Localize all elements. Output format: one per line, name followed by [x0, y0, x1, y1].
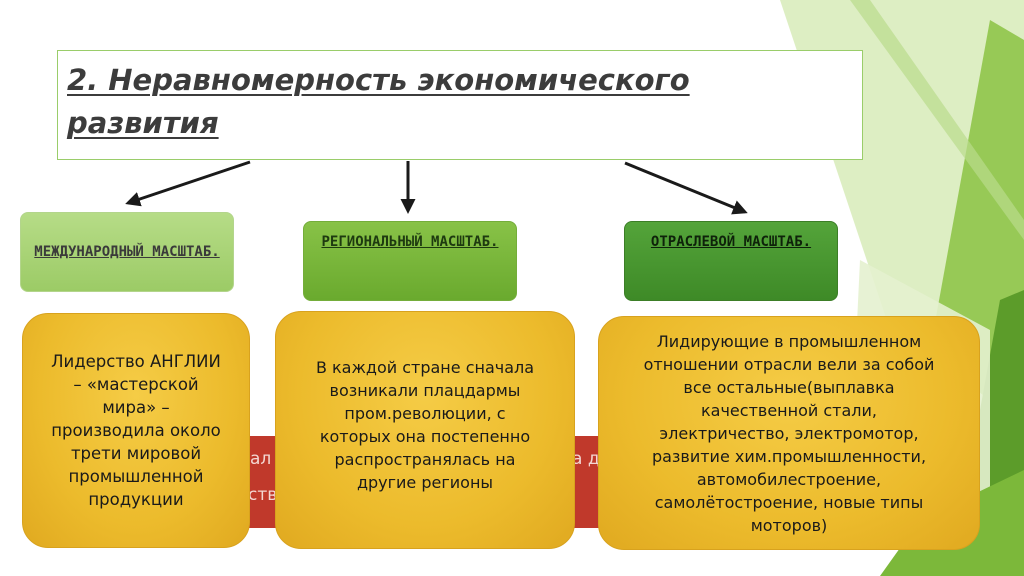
scale-regional-box: РЕГИОНАЛЬНЫЙ МАСШТАБ. [303, 221, 517, 301]
band-fragment-1: ал [250, 449, 272, 469]
title-box: 2. Неравномерность экономического развит… [57, 50, 863, 160]
arrow-right [624, 161, 748, 215]
description-regional-text: В каждой стране сначала возникали плацда… [315, 358, 535, 492]
band-fragment-3: а д [572, 449, 600, 469]
description-international: Лидерство АНГЛИИ – «мастерской мира» – п… [22, 313, 250, 548]
arrow-left [125, 160, 251, 207]
scale-international-label: МЕЖДУНАРОДНЫЙ МАСШТАБ. [34, 243, 220, 260]
description-international-text: Лидерство АНГЛИИ – «мастерской мира» – п… [51, 352, 221, 509]
band-fragment-2: ств [248, 485, 278, 505]
scale-international-box: МЕЖДУНАРОДНЫЙ МАСШТАБ. [20, 212, 234, 292]
description-regional: В каждой стране сначала возникали плацда… [275, 311, 575, 549]
description-sectoral: Лидирующие в промышленном отношении отра… [598, 316, 980, 550]
deco-shape-stroke [850, 0, 1024, 240]
scale-sectoral-box: ОТРАСЛЕВОЙ МАСШТАБ. [624, 221, 838, 301]
scale-sectoral-label: ОТРАСЛЕВОЙ МАСШТАБ. [650, 234, 812, 250]
page-title: 2. Неравномерность экономического развит… [67, 63, 690, 140]
scale-regional-label: РЕГИОНАЛЬНЫЙ МАСШТАБ. [321, 234, 499, 250]
description-sectoral-text: Лидирующие в промышленном отношении отра… [643, 331, 935, 535]
